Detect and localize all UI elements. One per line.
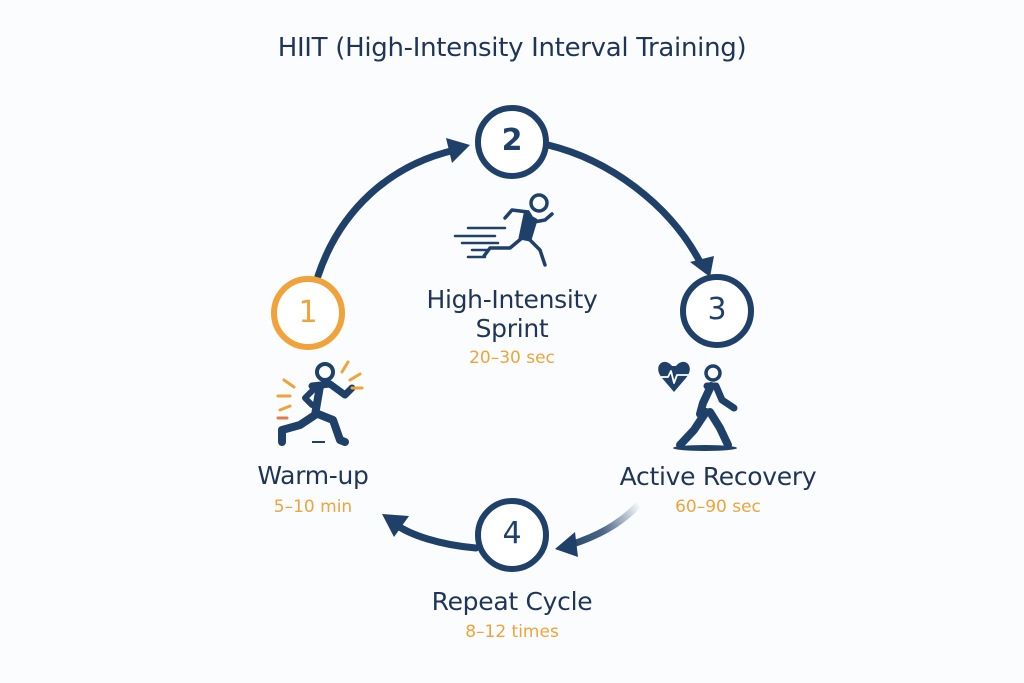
step-1-number: 1 (298, 295, 318, 330)
step-4-number: 4 (502, 516, 522, 551)
step-2-number: 2 (501, 123, 523, 158)
step-4-circle (475, 498, 549, 572)
warm-up-runner-icon (276, 360, 364, 446)
step-2-duration: 20–30 sec (469, 348, 555, 368)
step-1-circle (271, 276, 345, 350)
step-2-label-line1: High-Intensity (426, 285, 598, 314)
step-4-label: Repeat Cycle (431, 587, 593, 616)
arrow-2-to-3 (544, 141, 714, 277)
arrow-1-to-2 (314, 138, 470, 280)
step-3-number: 3 (707, 292, 727, 327)
sprinter-icon (453, 193, 554, 267)
step-1-label: Warm-up (257, 461, 369, 490)
step-2-label-line2: Sprint (475, 314, 549, 343)
diagram-title: HIIT (High-Intensity Interval Training) (277, 33, 747, 63)
step-3-label: Active Recovery (619, 462, 817, 491)
step-1-duration: 5–10 min (273, 497, 353, 517)
step-3-circle (680, 274, 754, 348)
step-3-duration: 60–90 sec (675, 497, 761, 517)
step-4-count: 8–12 times (465, 622, 559, 642)
walking-heart-icon (658, 361, 738, 451)
arrow-4-to-1 (382, 514, 480, 552)
arrow-3-to-4 (555, 499, 644, 557)
step-2-circle (475, 105, 549, 179)
